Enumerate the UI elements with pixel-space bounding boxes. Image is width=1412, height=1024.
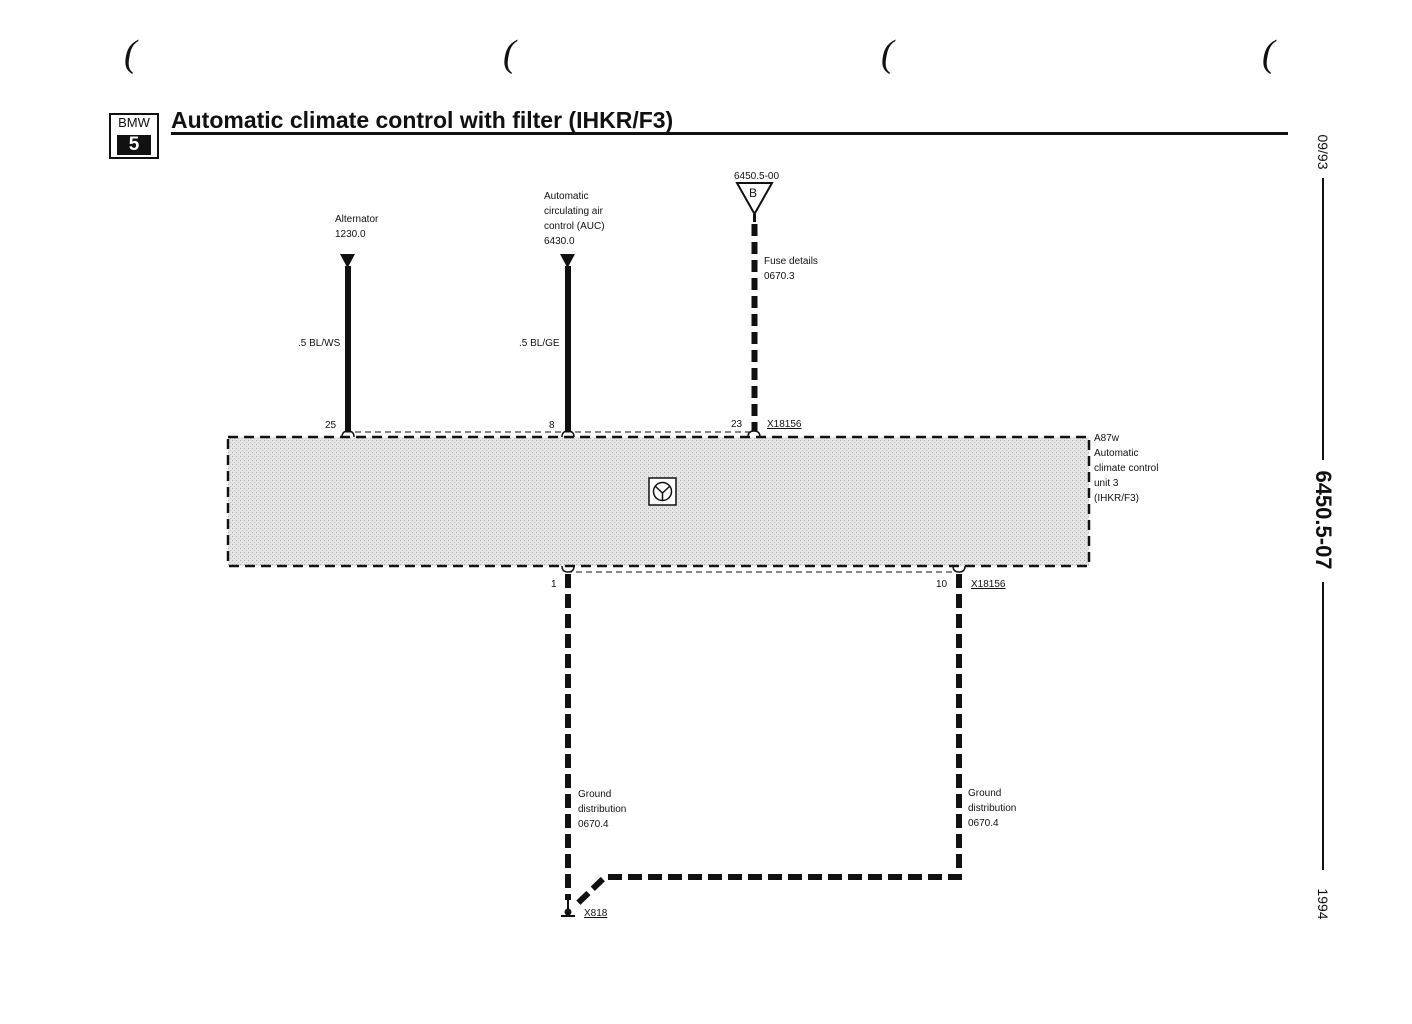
side-year: 1994 — [1315, 888, 1331, 920]
side-page-code: 6450.5-07 — [1311, 470, 1336, 570]
wire-bl-ge-label: .5 BL/GE — [519, 338, 560, 349]
pin-1-bracket — [561, 565, 575, 573]
fuse-symbol-letter: B — [749, 186, 758, 200]
ground-distribution-label-1: Ground distribution 0670.4 — [578, 789, 627, 830]
pin-10-bracket — [952, 565, 966, 573]
pin-10-label: 10 — [936, 579, 948, 590]
control-unit-symbol-icon — [648, 477, 677, 506]
bmw-5-series-logo: BMW 5 — [109, 113, 159, 159]
ground-x818-icon — [561, 898, 575, 917]
side-date: 09/93 — [1315, 134, 1331, 170]
logo-brand-text: BMW — [118, 115, 150, 130]
logo-model-text: 5 — [117, 135, 151, 155]
connector-x18156-bottom-label: X18156 — [971, 579, 1006, 590]
fuse-ref-label: 6450.5-00 — [734, 171, 780, 182]
control-unit-label: A87w Automatic climate control unit 3 (I… — [1094, 433, 1159, 504]
wire-bl-ws-label: .5 BL/WS — [298, 338, 341, 349]
pin-8-label: 8 — [549, 420, 555, 431]
ground-distribution-label-2: Ground distribution 0670.4 — [968, 788, 1017, 829]
input-alternator-label: Alternator 1230.0 — [335, 214, 379, 240]
auc-arrow-icon — [560, 254, 575, 268]
header-rule — [171, 132, 1288, 135]
alternator-arrow-icon — [340, 254, 355, 268]
fuse-details-label: Fuse details 0670.3 — [764, 256, 818, 282]
pin-1-label: 1 — [551, 579, 557, 590]
input-auc-label: Automatic circulating air control (AUC) … — [544, 191, 605, 247]
page-title: Automatic climate control with filter (I… — [171, 107, 674, 133]
pin-25-label: 25 — [325, 420, 337, 431]
margin-mark-4: ( — [1262, 33, 1275, 75]
margin-mark-3: ( — [881, 33, 894, 75]
ground-x818-label: X818 — [584, 908, 608, 919]
margin-mark-1: ( — [124, 33, 137, 75]
fuse-b-triangle-icon — [735, 182, 774, 217]
margin-mark-2: ( — [503, 33, 516, 75]
wire-pin-10-ground — [573, 574, 962, 908]
pin-23-label: 23 — [731, 419, 743, 430]
connector-x18156-top-label: X18156 — [767, 419, 802, 430]
